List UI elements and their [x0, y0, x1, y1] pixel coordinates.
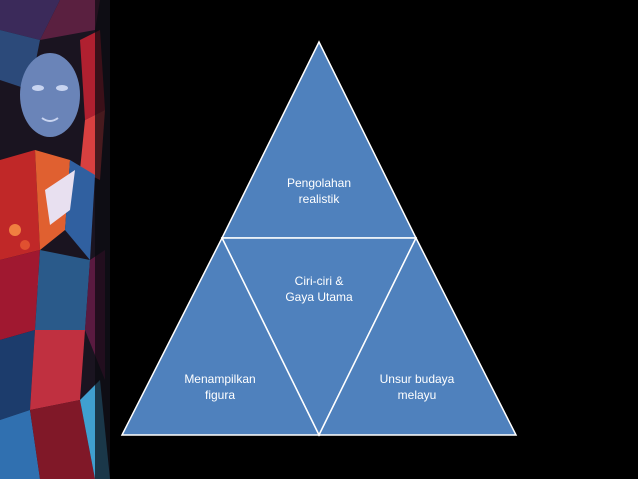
- triangle-left: [120, 236, 321, 436]
- label-center: Ciri-ciri & Gaya Utama: [285, 274, 353, 304]
- triangle-right: [317, 236, 518, 436]
- triangle-top: [220, 40, 418, 239]
- label-left: Menampilkan figura: [184, 372, 256, 402]
- stained-glass-image: [0, 0, 110, 479]
- label-top: Pengolahan realistik: [286, 176, 352, 206]
- label-right: Unsur budaya melayu: [379, 372, 455, 402]
